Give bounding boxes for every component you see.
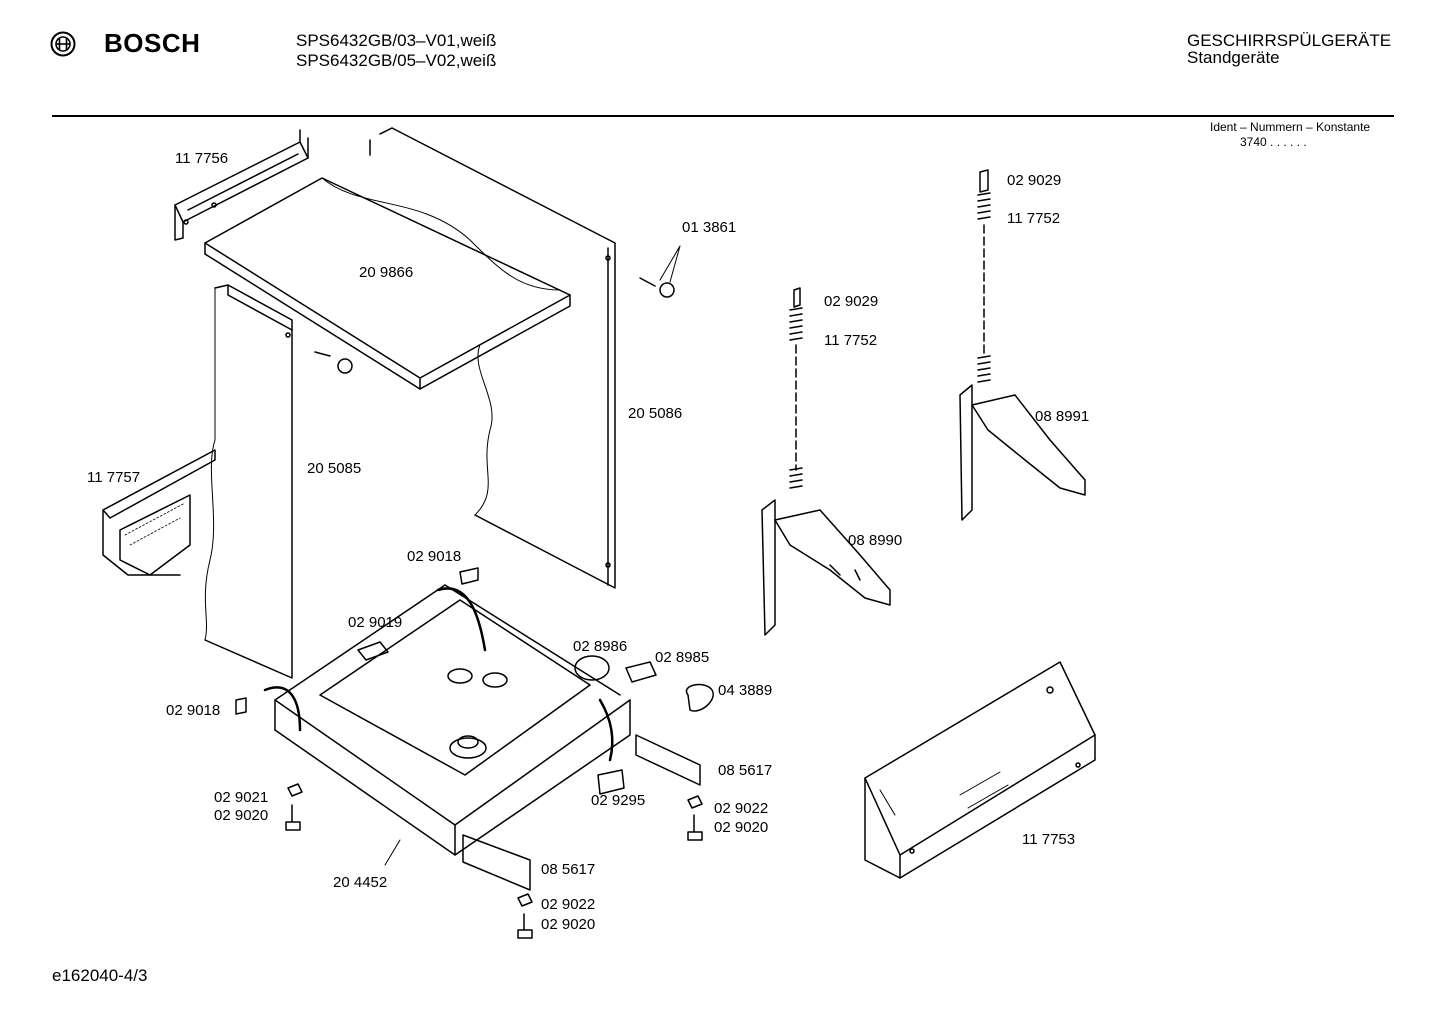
part-label-117753: 11 7753: [1022, 831, 1076, 848]
part-label-117756: 11 7756: [175, 150, 229, 167]
rail-117756: [174, 129, 309, 241]
part-label-029020-left: 02 9020: [214, 807, 269, 824]
part-label-205085: 20 5085: [307, 460, 362, 477]
connector-029295: [597, 769, 625, 795]
part-label-029019: 02 9019: [348, 614, 403, 631]
switch-028985: [625, 661, 657, 683]
clip-029018-top: [459, 567, 479, 585]
bosch-armature-logo-icon: [50, 31, 76, 57]
foot-085617-front: [462, 834, 531, 891]
hinge-088990: [761, 499, 891, 636]
spring-right-assembly: [977, 169, 991, 383]
foot-085617-right: [635, 734, 701, 786]
lid-209866: [204, 177, 571, 390]
clip-029019: [357, 641, 389, 661]
lid-screw: [314, 351, 331, 357]
panel-cap: [659, 282, 675, 298]
ident-label: Ident – Nummern – Konstante: [1210, 120, 1371, 134]
kickplate-117753: [864, 661, 1096, 879]
part-label-205086: 20 5086: [628, 405, 683, 422]
model-line-2: SPS6432GB/05–V02,weiß: [296, 51, 497, 70]
part-label-029295: 02 9295: [591, 792, 646, 809]
part-label-209866: 20 9866: [359, 264, 414, 281]
part-label-029018-left: 02 9018: [166, 702, 221, 719]
spring-left-assembly: [789, 287, 803, 489]
brand-name: BOSCH: [104, 28, 201, 58]
model-line-1: SPS6432GB/03–V01,weiß: [296, 31, 497, 50]
part-label-085617-right: 08 5617: [718, 762, 773, 779]
part-label-029018-top: 02 9018: [407, 548, 462, 565]
mat-117757: [102, 449, 216, 576]
ident-value: 3740 . . . . . .: [1240, 135, 1307, 149]
panel-205086: [369, 127, 616, 589]
part-label-013861: 01 3861: [682, 219, 737, 236]
part-label-028985: 02 8985: [655, 649, 710, 666]
part-label-029020-right: 02 9020: [714, 819, 769, 836]
part-label-117757: 11 7757: [87, 469, 141, 486]
leader-013861: [659, 245, 681, 283]
capacitor-043889: [685, 683, 714, 712]
category-subtitle: Standgeräte: [1187, 48, 1280, 67]
part-label-043889: 04 3889: [718, 682, 773, 699]
panel-205085: [204, 284, 293, 679]
part-label-028986: 02 8986: [573, 638, 628, 655]
document-id: e162040-4/3: [52, 966, 148, 985]
float-028986: [574, 655, 610, 681]
part-label-088990: 08 8990: [848, 532, 903, 549]
part-label-029022-right: 02 9022: [714, 800, 769, 817]
base-204452: [263, 584, 631, 866]
part-label-029029-right: 02 9029: [1007, 172, 1062, 189]
part-label-088991: 08 8991: [1035, 408, 1090, 425]
header-rule: [52, 115, 1394, 117]
hinge-088991: [959, 384, 1086, 521]
part-label-029029-left: 02 9029: [824, 293, 879, 310]
panel-screw: [639, 277, 656, 287]
category-title: GESCHIRRSPÜLGERÄTE: [1187, 31, 1392, 50]
lid-cap: [337, 358, 353, 374]
part-label-029021: 02 9021: [214, 789, 269, 806]
part-label-029022-front: 02 9022: [541, 896, 596, 913]
part-label-085617-front: 08 5617: [541, 861, 596, 878]
foot-screws: [285, 783, 703, 939]
part-label-117752-left: 11 7752: [824, 332, 878, 349]
part-label-204452: 20 4452: [333, 874, 388, 891]
clip-029018-left: [235, 697, 247, 715]
part-label-029020-front: 02 9020: [541, 916, 596, 933]
part-label-117752-right: 11 7752: [1007, 210, 1061, 227]
